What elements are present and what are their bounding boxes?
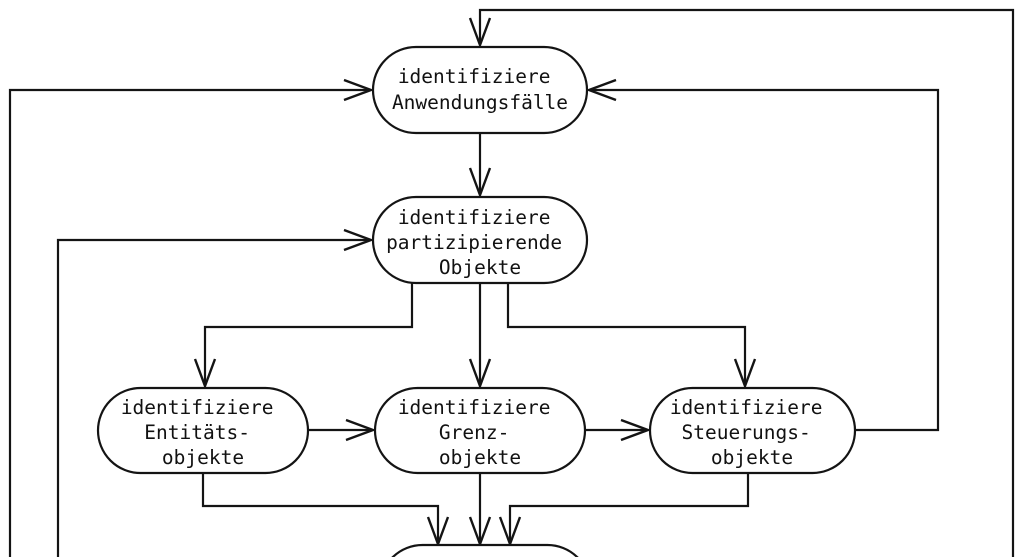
edge-use-cases-to-participating <box>468 133 492 199</box>
node-entity-objects-label: identifiziere Entitäts- objekte <box>121 396 285 469</box>
edge-entity-to-bottom <box>201 473 450 548</box>
edge-participating-to-entity <box>193 283 414 390</box>
node-participating-objects[interactable]: identifiziere partizipierende Objekte <box>371 195 589 285</box>
node-control-objects-line2: Steuerungs- <box>682 421 811 444</box>
edge-entity-to-boundary <box>308 418 377 442</box>
node-use-cases-line2: Anwendungsfälle <box>392 91 568 114</box>
edge-top-feedback-into-use-cases <box>468 8 1015 557</box>
node-participating-objects-line2: partizipierende <box>386 231 562 254</box>
node-participating-objects-line1: identifiziere <box>398 206 551 229</box>
edge-control-objects-to-use-cases <box>585 78 940 432</box>
node-use-cases-shape <box>371 45 589 135</box>
node-participating-objects-line3: Objekte <box>439 256 521 279</box>
edge-participating-to-boundary <box>468 283 492 390</box>
node-use-cases-line1: identifiziere <box>398 65 551 88</box>
edge-left-inner-return-to-participating <box>56 228 375 557</box>
node-boundary-objects-label: identifiziere Grenz- objekte <box>398 396 562 469</box>
node-participating-objects-shape <box>371 195 589 285</box>
node-bottom-clipped[interactable] <box>380 543 590 557</box>
node-entity-objects-shape <box>96 386 310 475</box>
node-control-objects-shape <box>648 386 857 475</box>
node-control-objects[interactable]: identifiziere Steuerungs- objekte <box>648 386 857 475</box>
edge-boundary-to-control <box>585 418 652 442</box>
node-boundary-objects-line1: identifiziere <box>398 396 551 419</box>
node-bottom-clipped-shape <box>391 543 579 557</box>
node-boundary-objects-line2: Grenz- <box>439 421 509 444</box>
edge-left-outer-return-to-use-cases <box>8 78 375 557</box>
node-use-cases-label: identifiziere Anwendungsfälle <box>392 65 568 114</box>
edge-participating-to-control <box>506 283 757 390</box>
node-boundary-objects-shape <box>373 386 587 475</box>
node-entity-objects-line1: identifiziere <box>121 396 274 419</box>
node-control-objects-label: identifiziere Steuerungs- objekte <box>670 396 834 469</box>
node-boundary-objects-line3: objekte <box>439 446 521 469</box>
node-participating-objects-label: identifiziere partizipierende Objekte <box>386 206 574 279</box>
node-control-objects-line1: identifiziere <box>670 396 823 419</box>
edge-boundary-to-bottom <box>468 473 492 548</box>
node-use-cases[interactable]: identifiziere Anwendungsfälle <box>371 45 589 135</box>
node-entity-objects-line3: objekte <box>162 446 244 469</box>
node-boundary-objects[interactable]: identifiziere Grenz- objekte <box>373 386 587 475</box>
node-control-objects-line3: objekte <box>711 446 793 469</box>
node-layer: identifiziere Anwendungsfälle identifizi… <box>96 45 857 557</box>
edge-layer <box>8 8 1015 557</box>
node-entity-objects[interactable]: identifiziere Entitäts- objekte <box>96 386 310 475</box>
node-entity-objects-line2: Entitäts- <box>144 421 250 444</box>
edge-control-to-bottom <box>498 473 750 548</box>
